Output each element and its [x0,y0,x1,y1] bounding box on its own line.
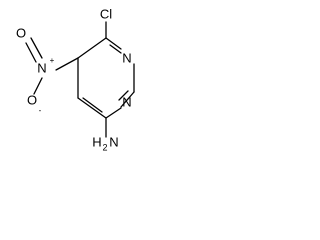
bond-c6-n1-double [109,44,122,54]
atom-label-cl: Cl [100,6,112,21]
atom-label-n1: N [122,50,131,65]
bond-c2-n3 [120,91,135,108]
charge-o-left: - [39,106,42,115]
bond-c4-c5-double [82,97,103,113]
bond-c6-n1 [105,37,122,50]
atom-label-nitro-n: N [37,60,46,75]
bond-nitro-n-o-top-double [25,42,37,63]
atom-label-o-top: O [16,25,26,40]
atom-label-amine-h: H [92,134,101,149]
bond-nitro-n-o-left [33,77,43,95]
bond-nitro-n-o-top [30,37,43,59]
charge-nitro-n: + [50,56,55,65]
pyrimidine-structure-diagram: Cl N N N + O O - H 2 N [16,6,135,152]
atom-label-amine-n: N [109,134,118,149]
atom-label-amine-subscript: 2 [102,142,107,152]
atom-label-n3: N [122,94,131,109]
bond-n3-c4 [105,107,122,119]
bond-c6-c5-top [77,37,107,59]
bond-c4-c5 [77,97,107,119]
bond-c2-n3-double [118,90,129,101]
atom-label-o-left: O [27,92,37,107]
bond-c5-nitro-n [55,57,79,71]
